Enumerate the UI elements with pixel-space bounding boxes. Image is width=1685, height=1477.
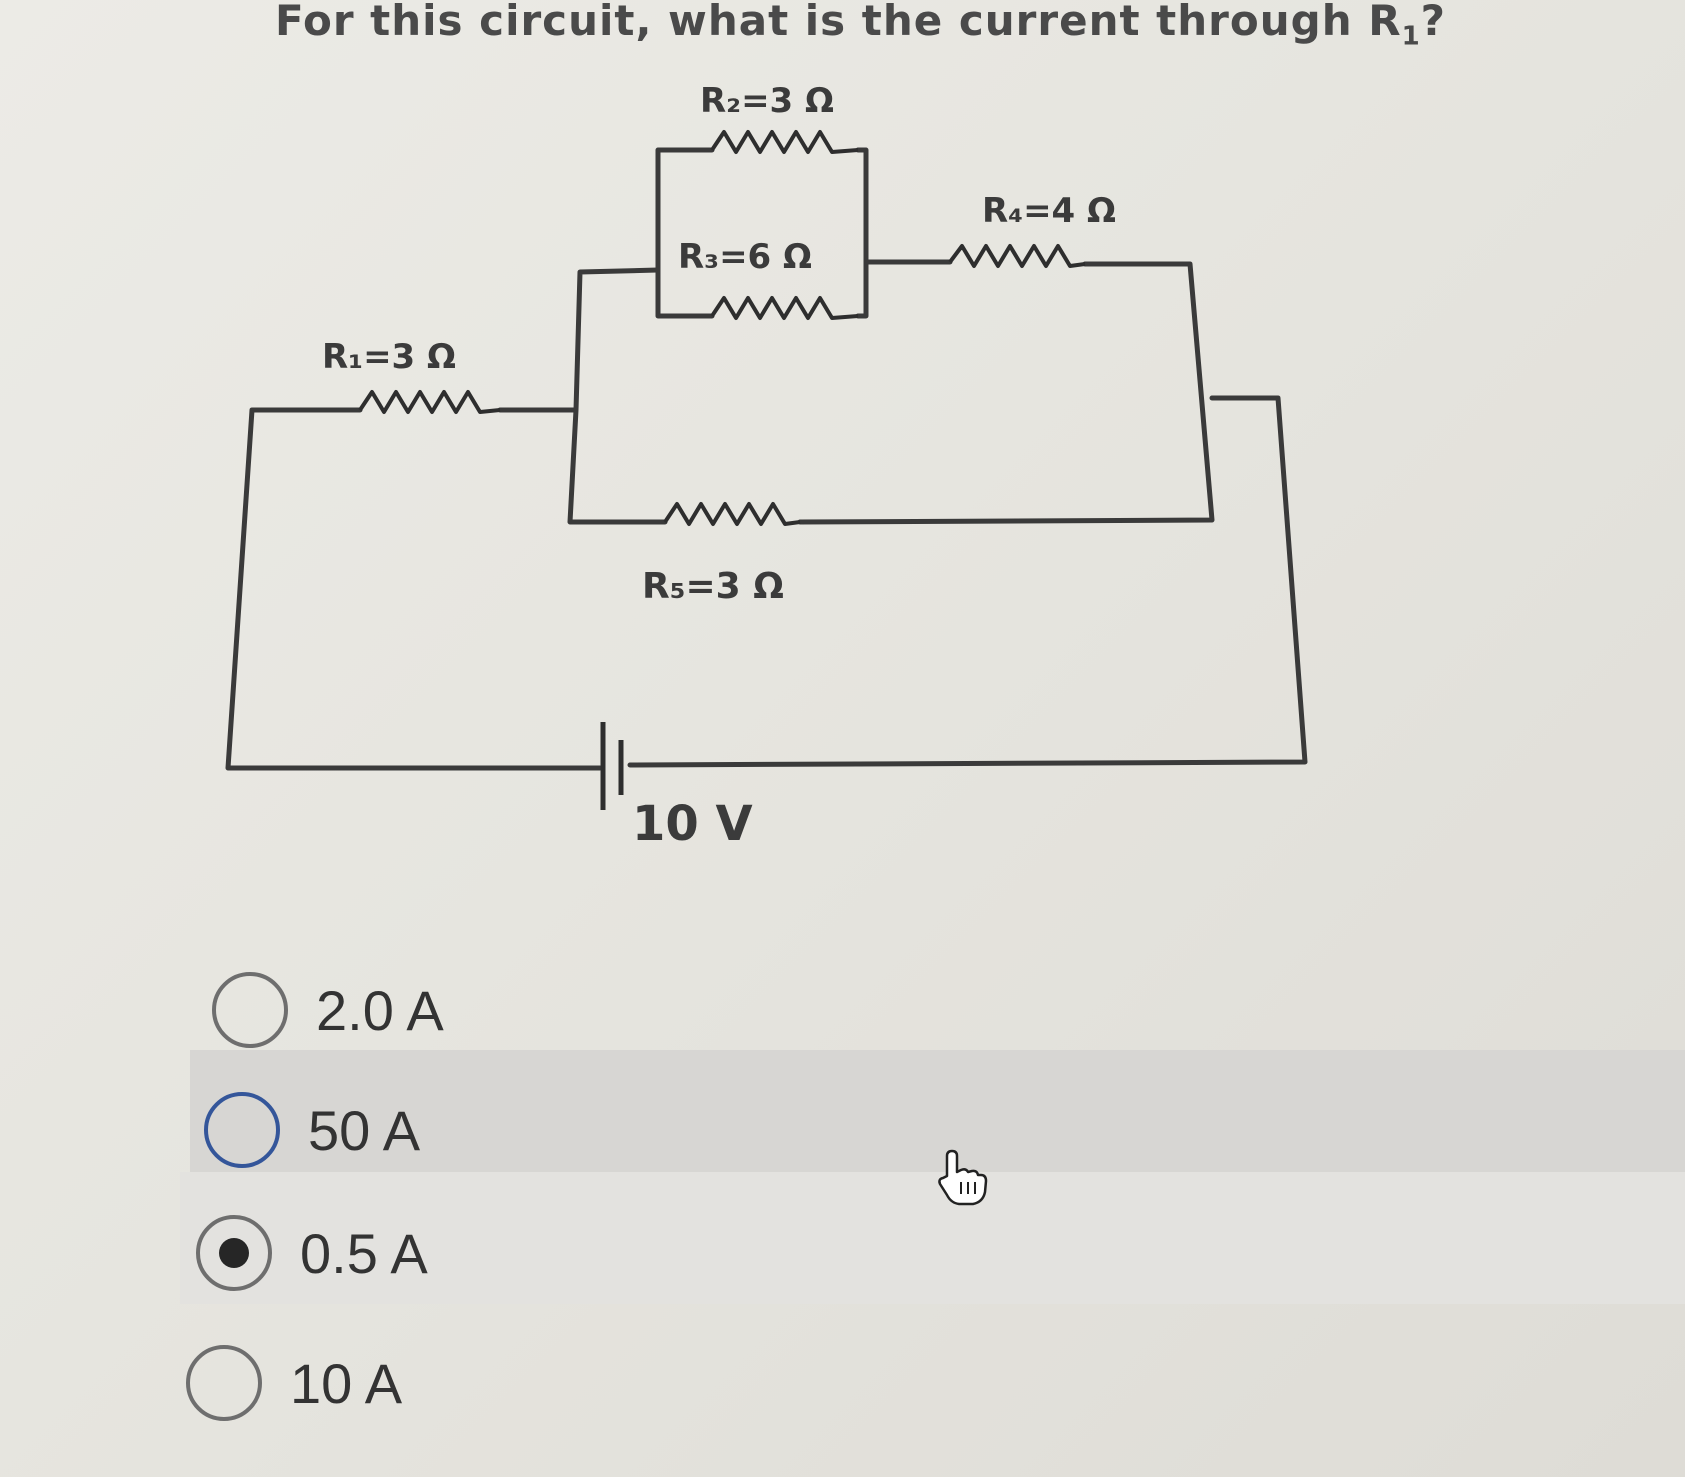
label-r4: R₄=4 Ω (982, 191, 1116, 231)
label-battery: 10 V (632, 796, 753, 852)
option-4-label: 10 A (290, 1351, 403, 1415)
resistor-r4 (948, 244, 1086, 268)
option-2-label: 50 A (308, 1098, 421, 1162)
radio-option-4[interactable] (186, 1345, 262, 1421)
resistor-r1 (358, 390, 501, 414)
resistor-r2 (710, 130, 859, 154)
question-text: For this circuit, what is the current th… (275, 0, 1446, 51)
option-1[interactable]: 2.0 A (212, 955, 444, 1065)
option-3[interactable]: 0.5 A (196, 1198, 428, 1308)
option-3-label: 0.5 A (300, 1221, 428, 1285)
radio-option-1[interactable] (212, 972, 288, 1048)
label-r3: R₃=6 Ω (678, 237, 812, 277)
hand-pointer-icon (938, 1149, 988, 1206)
label-r2: R₂=3 Ω (700, 81, 834, 121)
option-1-label: 2.0 A (316, 978, 444, 1042)
radio-option-2[interactable] (204, 1092, 280, 1168)
option-4[interactable]: 10 A (186, 1328, 402, 1438)
label-r5: R₅=3 Ω (642, 566, 784, 607)
question-subscript: 1 (1401, 21, 1421, 52)
label-r1: R₁=3 Ω (322, 337, 456, 377)
option-2[interactable]: 50 A (204, 1075, 420, 1185)
radio-option-3[interactable] (196, 1215, 272, 1291)
circuit-diagram: R₂=3 Ω R₃=6 Ω R₄=4 Ω R₁=3 Ω R₅=3 Ω 10 V (225, 81, 1308, 852)
battery-symbol (600, 722, 624, 810)
resistor-r3 (710, 296, 859, 320)
wire-outer-right (627, 395, 1308, 768)
wire-r4-branch (797, 259, 1215, 525)
wire-parallel-box (655, 147, 869, 319)
wire-left-junction (542, 267, 668, 525)
option-selected-band (180, 1172, 1685, 1304)
resistor-r5 (663, 502, 801, 526)
option-hover-band (190, 1050, 1685, 1172)
wire-outer-left (225, 407, 603, 771)
question-main: For this circuit, what is the current th… (275, 0, 1402, 45)
question-suffix: ? (1420, 0, 1447, 45)
